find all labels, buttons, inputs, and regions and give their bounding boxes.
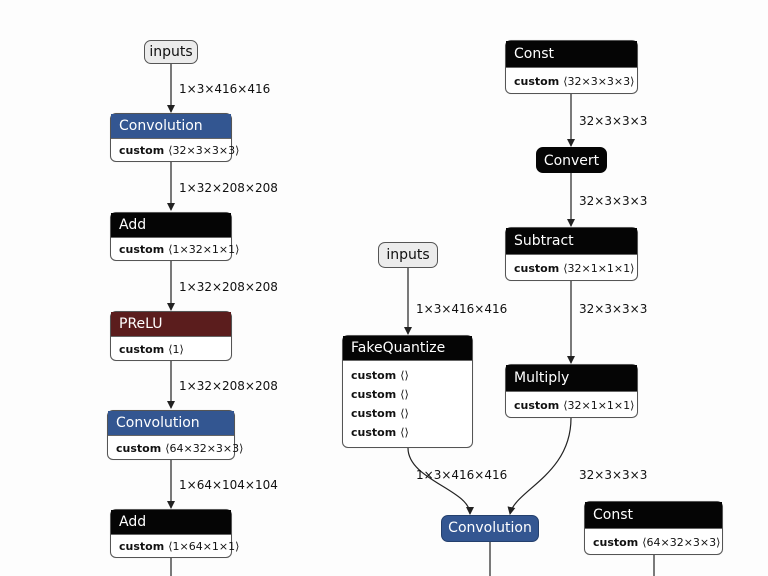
convolution-node-1[interactable]: Convolution custom⟨32×3×3×3⟩ — [110, 113, 240, 162]
node-attribute: custom⟨1⟩ — [119, 343, 184, 356]
inputs-node-mid[interactable]: inputs — [378, 242, 438, 268]
node-title: Const — [506, 41, 637, 67]
node-title: Const — [585, 502, 722, 528]
node-attribute: custom⟨64×32×3×3⟩ — [593, 536, 721, 549]
node-attribute: custom⟨1×64×1×1⟩ — [119, 540, 240, 553]
convolution-node-3[interactable]: Convolution — [441, 515, 539, 542]
edge-label-fq-conv3: 1×3×416×416 — [416, 468, 508, 482]
node-title: Multiply — [506, 365, 637, 391]
edge-label-prelu-conv2: 1×32×208×208 — [179, 379, 278, 393]
node-attribute: custom⟨⟩ — [351, 407, 409, 420]
node-attribute: custom⟨32×1×1×1⟩ — [514, 399, 635, 412]
multiply-node[interactable]: Multiply custom⟨32×1×1×1⟩ — [505, 364, 638, 418]
node-attribute: custom⟨64×32×3×3⟩ — [116, 442, 244, 455]
edge-label-conv1-add1: 1×32×208×208 — [179, 181, 278, 195]
convolution-node-2[interactable]: Convolution custom⟨64×32×3×3⟩ — [107, 410, 244, 460]
prelu-node[interactable]: PReLU custom⟨1⟩ — [110, 311, 232, 361]
fakequantize-node[interactable]: FakeQuantize custom⟨⟩ custom⟨⟩ custom⟨⟩ … — [342, 335, 473, 448]
convert-node[interactable]: Convert — [536, 147, 607, 173]
node-title: FakeQuantize — [343, 336, 472, 360]
node-attribute: custom⟨⟩ — [351, 369, 409, 382]
edge-label-add1-prelu: 1×32×208×208 — [179, 280, 278, 294]
node-title: Add — [111, 213, 231, 237]
node-attribute: custom⟨32×1×1×1⟩ — [514, 262, 635, 275]
const-node-1[interactable]: Const custom⟨32×3×3×3⟩ — [505, 40, 638, 94]
subtract-node[interactable]: Subtract custom⟨32×1×1×1⟩ — [505, 227, 638, 281]
node-attribute: custom⟨32×3×3×3⟩ — [514, 75, 635, 88]
node-title: Add — [111, 510, 231, 534]
edge-label-inputs-conv1: 1×3×416×416 — [179, 82, 271, 96]
edge-label-multiply-conv3: 32×3×3×3 — [579, 468, 648, 482]
edge-label-convert-subtract: 32×3×3×3 — [579, 194, 648, 208]
node-title: Subtract — [506, 228, 637, 254]
edge-multiply-conv3 — [507, 417, 572, 515]
edge-label-const1-convert: 32×3×3×3 — [579, 114, 648, 128]
const-node-2[interactable]: Const custom⟨64×32×3×3⟩ — [584, 501, 723, 555]
edge-label-conv2-add2: 1×64×104×104 — [179, 478, 278, 492]
edge-label-subtract-multiply: 32×3×3×3 — [579, 302, 648, 316]
node-attribute: custom⟨1×32×1×1⟩ — [119, 243, 240, 256]
edge-label-inputs-fq: 1×3×416×416 — [416, 302, 508, 316]
node-attribute: custom⟨⟩ — [351, 388, 409, 401]
node-attribute: custom⟨32×3×3×3⟩ — [119, 144, 240, 157]
add-node-2[interactable]: Add custom⟨1×64×1×1⟩ — [110, 509, 240, 558]
node-title: Convolution — [111, 114, 231, 138]
edge-fq-conv3 — [407, 447, 474, 515]
node-attribute: custom⟨⟩ — [351, 426, 409, 439]
add-node-1[interactable]: Add custom⟨1×32×1×1⟩ — [110, 212, 240, 261]
node-title: Convolution — [108, 411, 234, 435]
inputs-node-left[interactable]: inputs — [144, 40, 198, 64]
node-title: PReLU — [111, 312, 231, 336]
